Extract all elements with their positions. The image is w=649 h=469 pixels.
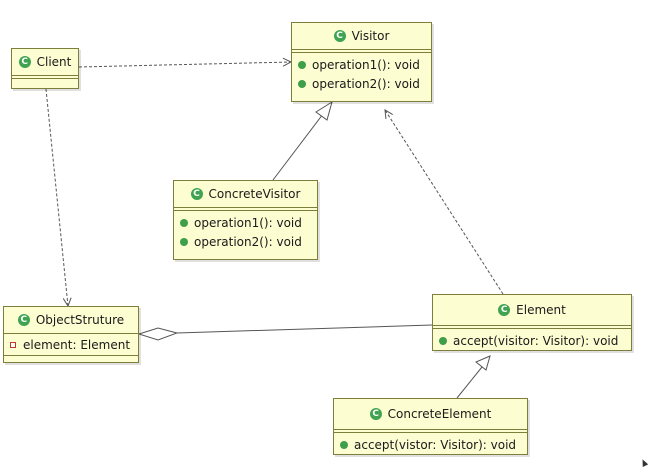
class-concrete-visitor-name: ConcreteVisitor	[208, 187, 301, 201]
operation-label: accept(vistor: Visitor): void	[354, 437, 517, 452]
operation-compartment: accept(vistor: Visitor): void	[334, 433, 527, 456]
operation-row[interactable]: operation2(): void	[180, 232, 311, 251]
operation-label: operation2(): void	[194, 234, 302, 249]
attribute-compartment	[334, 430, 527, 433]
class-client-name: Client	[36, 55, 72, 69]
class-object-structure[interactable]: C ObjectStruture element: Element	[3, 306, 139, 363]
operation-label: operation2(): void	[312, 76, 420, 91]
realization-concretevisitor-visitor	[272, 113, 324, 181]
class-icon: C	[190, 188, 203, 200]
private-field-icon	[10, 341, 16, 348]
class-concrete-visitor-header: C ConcreteVisitor	[174, 181, 317, 208]
class-concrete-element-name: ConcreteElement	[387, 407, 492, 421]
class-icon: C	[18, 56, 31, 68]
aggregation-objectstructure-element	[176, 324, 433, 334]
dependency-element-visitor	[385, 110, 504, 295]
public-method-icon	[298, 79, 306, 88]
operation-row[interactable]: operation2(): void	[298, 74, 425, 93]
attribute-compartment: element: Element	[4, 334, 138, 356]
class-icon: C	[369, 408, 382, 420]
class-icon: C	[498, 304, 511, 316]
class-client[interactable]: C Client	[11, 48, 79, 89]
realization-arrowhead-visitor	[315, 100, 333, 121]
operation-compartment: operation1(): void operation2(): void	[292, 53, 431, 95]
attribute-compartment	[292, 50, 431, 53]
attribute-label: element: Element	[23, 337, 131, 352]
operation-compartment	[12, 79, 78, 85]
operation-row[interactable]: operation1(): void	[298, 55, 425, 74]
dependency-client-objectstructure	[45, 88, 68, 306]
class-concrete-element[interactable]: C ConcreteElement accept(vistor: Visitor…	[333, 398, 528, 455]
class-object-structure-name: ObjectStruture	[35, 313, 125, 327]
class-element[interactable]: C Element accept(visitor: Visitor): void	[432, 294, 632, 351]
operation-compartment: operation1(): void operation2(): void	[174, 211, 317, 253]
attribute-compartment	[433, 326, 631, 329]
public-method-icon	[180, 237, 188, 246]
class-element-header: C Element	[433, 295, 631, 326]
class-object-structure-header: C ObjectStruture	[4, 307, 138, 334]
class-visitor-header: C Visitor	[292, 23, 431, 50]
class-icon: C	[17, 314, 30, 326]
public-method-icon	[298, 60, 306, 69]
class-visitor[interactable]: C Visitor operation1(): void operation2(…	[291, 22, 432, 102]
attribute-compartment	[12, 76, 78, 79]
public-method-icon	[180, 218, 188, 227]
dependency-client-visitor	[78, 62, 291, 68]
aggregation-diamond	[137, 327, 179, 341]
class-client-header: C Client	[12, 49, 78, 76]
realization-arrowhead-element	[475, 355, 491, 371]
operation-label: accept(visitor: Visitor): void	[453, 333, 619, 348]
class-concrete-element-header: C ConcreteElement	[334, 399, 527, 430]
operation-compartment: accept(visitor: Visitor): void	[433, 329, 631, 352]
operation-row[interactable]: operation1(): void	[180, 213, 311, 232]
class-icon: C	[333, 30, 346, 42]
attribute-row[interactable]: element: Element	[10, 335, 132, 354]
public-method-icon	[439, 336, 447, 345]
class-element-name: Element	[516, 303, 566, 317]
operation-label: operation1(): void	[194, 215, 302, 230]
operation-row[interactable]: accept(visitor: Visitor): void	[439, 331, 625, 350]
attribute-compartment	[174, 208, 317, 211]
operation-row[interactable]: accept(vistor: Visitor): void	[340, 435, 521, 454]
class-visitor-name: Visitor	[351, 29, 390, 43]
public-method-icon	[340, 440, 348, 449]
realization-concreteelement-element	[456, 366, 483, 399]
operation-label: operation1(): void	[312, 57, 420, 72]
operation-compartment	[4, 356, 138, 362]
class-concrete-visitor[interactable]: C ConcreteVisitor operation1(): void ope…	[173, 180, 318, 260]
